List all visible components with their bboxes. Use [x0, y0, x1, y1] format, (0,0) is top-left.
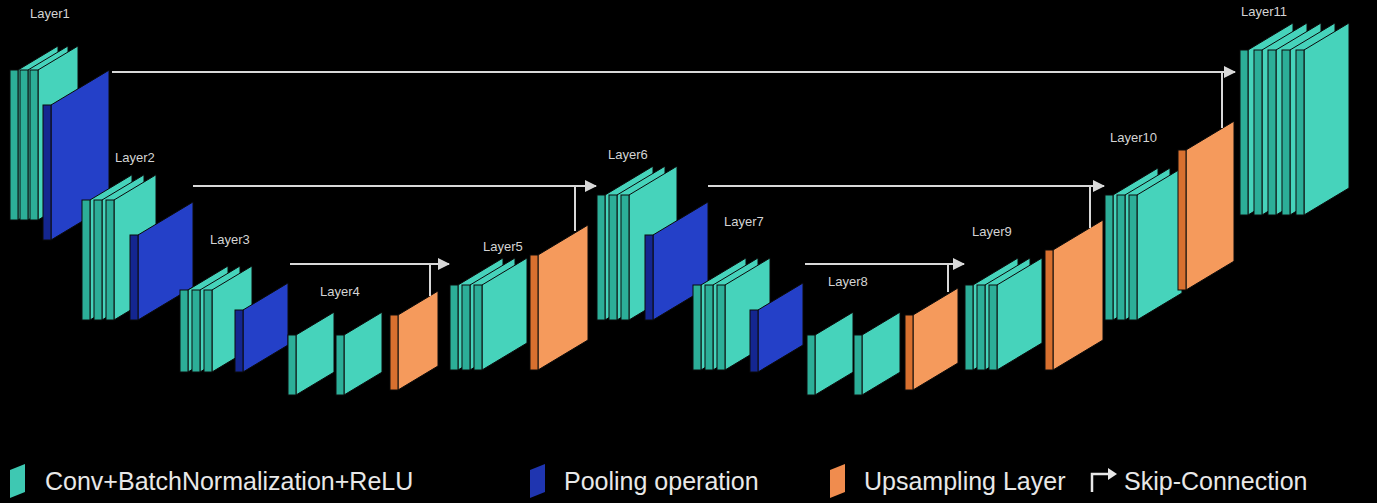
upsampling-block [390, 291, 438, 390]
conv-block [854, 312, 900, 395]
upsampling-block [530, 225, 588, 370]
layer-block: Layer3 [180, 230, 290, 372]
upsampling-block [1178, 121, 1234, 290]
skip-connection [112, 71, 1235, 73]
merge-line [947, 264, 949, 292]
layer-label: Layer6 [608, 147, 648, 163]
skip-connection [193, 185, 596, 187]
layer-label: Layer11 [1241, 4, 1287, 20]
legend-swatch [830, 464, 845, 498]
layer-label: Layer2 [115, 150, 155, 166]
conv-block [807, 312, 853, 395]
legend-text: Conv+BatchNormalization+ReLU [45, 464, 413, 498]
upsampling-block [1045, 220, 1103, 370]
layer-label: Layer10 [1110, 130, 1157, 146]
layer-label: Layer1 [30, 6, 70, 22]
legend-text: Skip-Connection [1124, 464, 1307, 498]
layer-block: Layer9 [965, 222, 1104, 370]
merge-line [429, 264, 431, 296]
merge-line [1221, 72, 1223, 128]
legend-swatch [530, 464, 545, 498]
layer-label: Layer7 [724, 214, 764, 230]
conv-block [1296, 23, 1349, 215]
pooling-block [750, 283, 803, 372]
legend-text: Pooling operation [564, 464, 759, 498]
layer-label: Layer5 [483, 239, 523, 255]
layer-label: Layer8 [828, 274, 868, 290]
conv-block [336, 312, 382, 395]
conv-block [1129, 168, 1182, 320]
skip-connection [805, 263, 964, 265]
legend-swatch [10, 464, 25, 498]
layer-block: Layer1 [8, 4, 112, 240]
merge-line [1089, 186, 1091, 228]
skip-connection [290, 263, 449, 265]
skip-connection [708, 185, 1104, 187]
layer-block: Layer4 [288, 282, 440, 395]
layer-label: Layer9 [972, 224, 1012, 240]
layer-block: Layer6 [597, 145, 708, 320]
layer-block: Layer11 [1236, 2, 1360, 215]
layer-block: Layer8 [807, 272, 960, 397]
conv-block [989, 258, 1042, 370]
layer-block: Layer5 [450, 237, 588, 370]
layer-block: Layer2 [82, 148, 193, 320]
layer-block: Layer10 [1105, 128, 1234, 320]
pooling-block [235, 283, 288, 372]
skip-connection-symbol [1086, 462, 1118, 498]
conv-block [288, 312, 334, 395]
layer-block: Layer7 [693, 212, 805, 372]
conv-block [474, 258, 527, 370]
layer-label: Layer4 [320, 284, 360, 300]
upsampling-block [905, 288, 958, 390]
merge-line [574, 186, 576, 231]
legend-text: Upsampling Layer [864, 464, 1066, 498]
layer-label: Layer3 [210, 232, 250, 248]
